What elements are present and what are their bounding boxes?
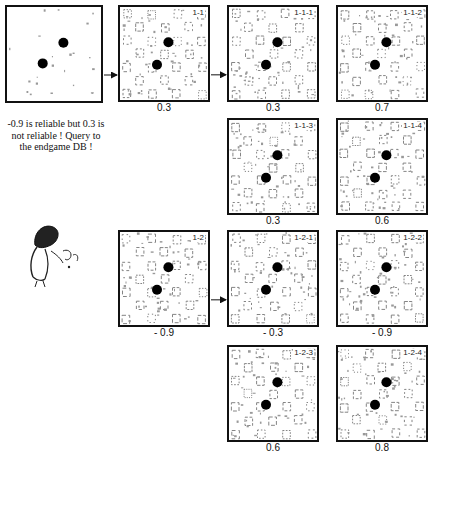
board-value: 0.6	[219, 442, 327, 453]
board-value: 0.3	[219, 102, 327, 113]
go-board	[338, 232, 426, 325]
go-board	[229, 232, 317, 325]
board-node: 1-1-10.3	[227, 5, 319, 102]
go-board	[229, 120, 317, 213]
board-value: 0.6	[328, 215, 436, 226]
go-board	[7, 7, 101, 101]
board-node: 1-1-20.7	[336, 5, 428, 102]
board-id: 1-1-3	[293, 122, 314, 130]
board-id: 1-1	[191, 9, 205, 17]
board-id: 1-2	[191, 234, 205, 242]
board-id: 1-2-1	[293, 234, 314, 242]
board-id: 1-1-4	[402, 122, 423, 130]
root-arrow	[104, 75, 117, 76]
board-value: 0.8	[328, 442, 436, 453]
person-sketch	[15, 215, 95, 290]
board-value: 0.3	[110, 102, 218, 113]
board-value: - 0.3	[219, 327, 327, 338]
board-value: 0.7	[328, 102, 436, 113]
go-board	[229, 7, 317, 100]
board-id: 1-2-4	[402, 349, 423, 357]
board-node: 1-2-40.8	[336, 345, 428, 442]
board-value: - 0.9	[110, 327, 218, 338]
go-board	[120, 7, 208, 100]
board-node: 1-2-1- 0.3	[227, 230, 319, 327]
tree-arrow	[211, 299, 226, 300]
board-node: 1-2-2- 0.9	[336, 230, 428, 327]
board-node: 1-2- 0.9	[118, 230, 210, 327]
go-board	[338, 120, 426, 213]
board-value: 0.3	[219, 215, 327, 226]
board-id: 1-2-2	[402, 234, 423, 242]
board-node: 1-2-30.6	[227, 345, 319, 442]
go-board	[120, 232, 208, 325]
board-node: 1-1-40.6	[336, 118, 428, 215]
board-node: 1-1-30.3	[227, 118, 319, 215]
go-board	[338, 347, 426, 440]
root-board	[5, 5, 103, 103]
board-node: 1-10.3	[118, 5, 210, 102]
board-id: 1-1-1	[293, 9, 314, 17]
board-id: 1-1-2	[402, 9, 423, 17]
go-board	[338, 7, 426, 100]
board-id: 1-2-3	[293, 349, 314, 357]
tree-arrow	[211, 74, 226, 75]
board-value: - 0.9	[328, 327, 436, 338]
go-board	[229, 347, 317, 440]
note-text: -0.9 is reliable but 0.3 is not reliable…	[6, 118, 106, 153]
